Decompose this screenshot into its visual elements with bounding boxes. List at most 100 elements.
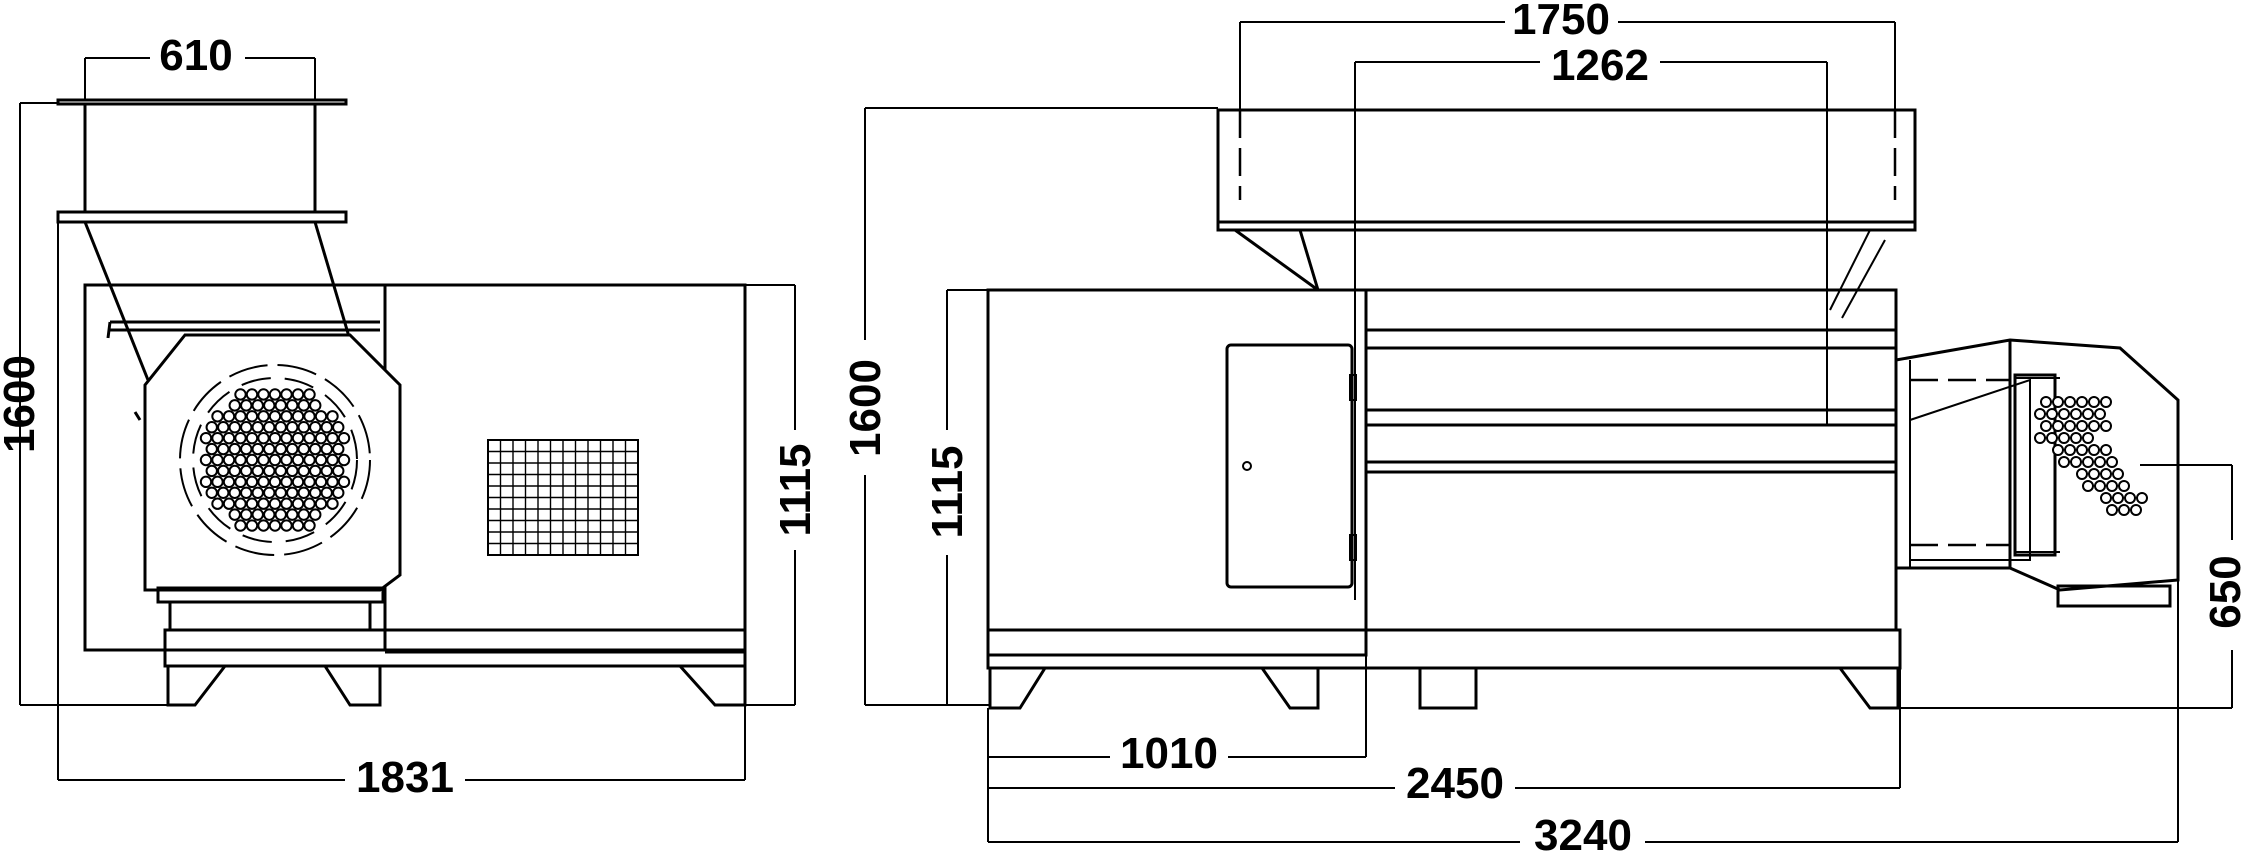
fan-hole (2064, 420, 2076, 432)
dim-1831: 1831 (356, 753, 454, 802)
fan-hole (257, 497, 270, 510)
fan-hole (2064, 396, 2076, 408)
fan-hole (211, 475, 224, 489)
mesh-vent-panel (487, 439, 639, 556)
fan-hole (245, 388, 259, 401)
fan-hole (2058, 408, 2070, 420)
fan-hole (274, 508, 287, 521)
fan-hole (251, 464, 264, 478)
fan-hole (297, 508, 310, 521)
fan-hole (2088, 420, 2100, 432)
left-inlet-top-plate (56, 98, 348, 106)
fan-hole (2100, 468, 2112, 480)
fan-hole (240, 508, 253, 521)
fan-hole (205, 464, 218, 478)
left-dimensions: 610 1600 1115 1831 (0, 31, 820, 802)
fan-hole (263, 421, 276, 434)
fan-hole (303, 431, 316, 445)
fan-hole (251, 399, 264, 412)
fan-hole (320, 421, 333, 434)
fan-hole (211, 453, 224, 467)
left-foot-3 (676, 664, 747, 707)
fan-hole (337, 453, 351, 467)
right-dimensions: 1750 1262 1600 1115 1010 2450 3240 (841, 0, 2241, 852)
left-view (56, 98, 747, 707)
fan-hole (303, 519, 316, 532)
fan-hole (257, 388, 270, 401)
dim-610: 610 (159, 31, 232, 80)
fan-hole (280, 453, 293, 467)
fan-hole (303, 453, 316, 467)
fan-hole (2106, 456, 2118, 468)
fan-hole (2076, 396, 2088, 408)
fan-hole (234, 388, 247, 401)
fan-hole (2082, 432, 2094, 444)
fan-hole (2088, 396, 2100, 408)
fan-hole (2082, 480, 2094, 492)
fan-hole (263, 486, 276, 499)
fan-hole (268, 410, 282, 423)
fan-hole (291, 431, 305, 445)
fan-hole (303, 388, 316, 401)
fan-hole (222, 453, 236, 467)
fan-hole (245, 410, 259, 423)
fan-hole (2082, 408, 2094, 420)
door-lock (1242, 461, 1252, 471)
fan-hole (234, 519, 247, 532)
fan-hole (2058, 432, 2070, 444)
dim-1010: 1010 (1120, 729, 1218, 778)
fan-hole (309, 486, 322, 499)
fan-hole (222, 475, 236, 489)
fan-hole (309, 421, 322, 434)
fan-hole (337, 475, 351, 489)
left-fan-holes (199, 388, 351, 532)
hopper-box (1216, 108, 1917, 224)
left-foot-2 (322, 664, 382, 707)
fan-hole (240, 399, 253, 412)
fan-hole (2106, 480, 2118, 492)
fan-hole (211, 431, 224, 445)
fan-hole (297, 421, 310, 434)
dim-650: 650 (2201, 555, 2241, 628)
fan-hole (228, 399, 241, 412)
fan-hole (240, 442, 253, 456)
crusher-body (1364, 288, 1898, 632)
fan-hole (297, 442, 310, 456)
fan-hole (234, 475, 247, 489)
fan-hole (234, 497, 247, 510)
fan-hole (263, 464, 276, 478)
dim-1600-right: 1600 (841, 359, 890, 457)
fan-hole (205, 486, 218, 499)
fan-hole (2130, 504, 2142, 516)
fan-hole (314, 410, 328, 423)
fan-hole (2052, 396, 2064, 408)
hopper-funnel (1234, 228, 1319, 292)
fan-hole (332, 421, 345, 434)
left-funnel (83, 221, 150, 381)
fan-hole (291, 497, 305, 510)
fan-hole (240, 486, 253, 499)
fan-hole (2094, 480, 2106, 492)
fan-hole (234, 453, 247, 467)
fan-hole (286, 486, 299, 499)
fan-hole (280, 431, 293, 445)
fan-hole (280, 519, 293, 532)
fan-hole (2100, 492, 2112, 504)
left-casing (83, 283, 747, 652)
outlet-foot (2056, 584, 2172, 608)
fan-hole (2088, 468, 2100, 480)
fan-hole (251, 421, 264, 434)
fan-hole (245, 431, 259, 445)
fan-hole (309, 508, 322, 521)
fan-hole (228, 442, 241, 456)
fan-hole (286, 421, 299, 434)
fan-hole (2112, 468, 2124, 480)
cabinet-door (1225, 343, 1354, 589)
fan-hole (228, 486, 241, 499)
fan-hole (303, 497, 316, 510)
fan-hole (332, 464, 345, 478)
fan-hole (274, 399, 287, 412)
fan-hole (291, 519, 305, 532)
fan-hole (286, 399, 299, 412)
